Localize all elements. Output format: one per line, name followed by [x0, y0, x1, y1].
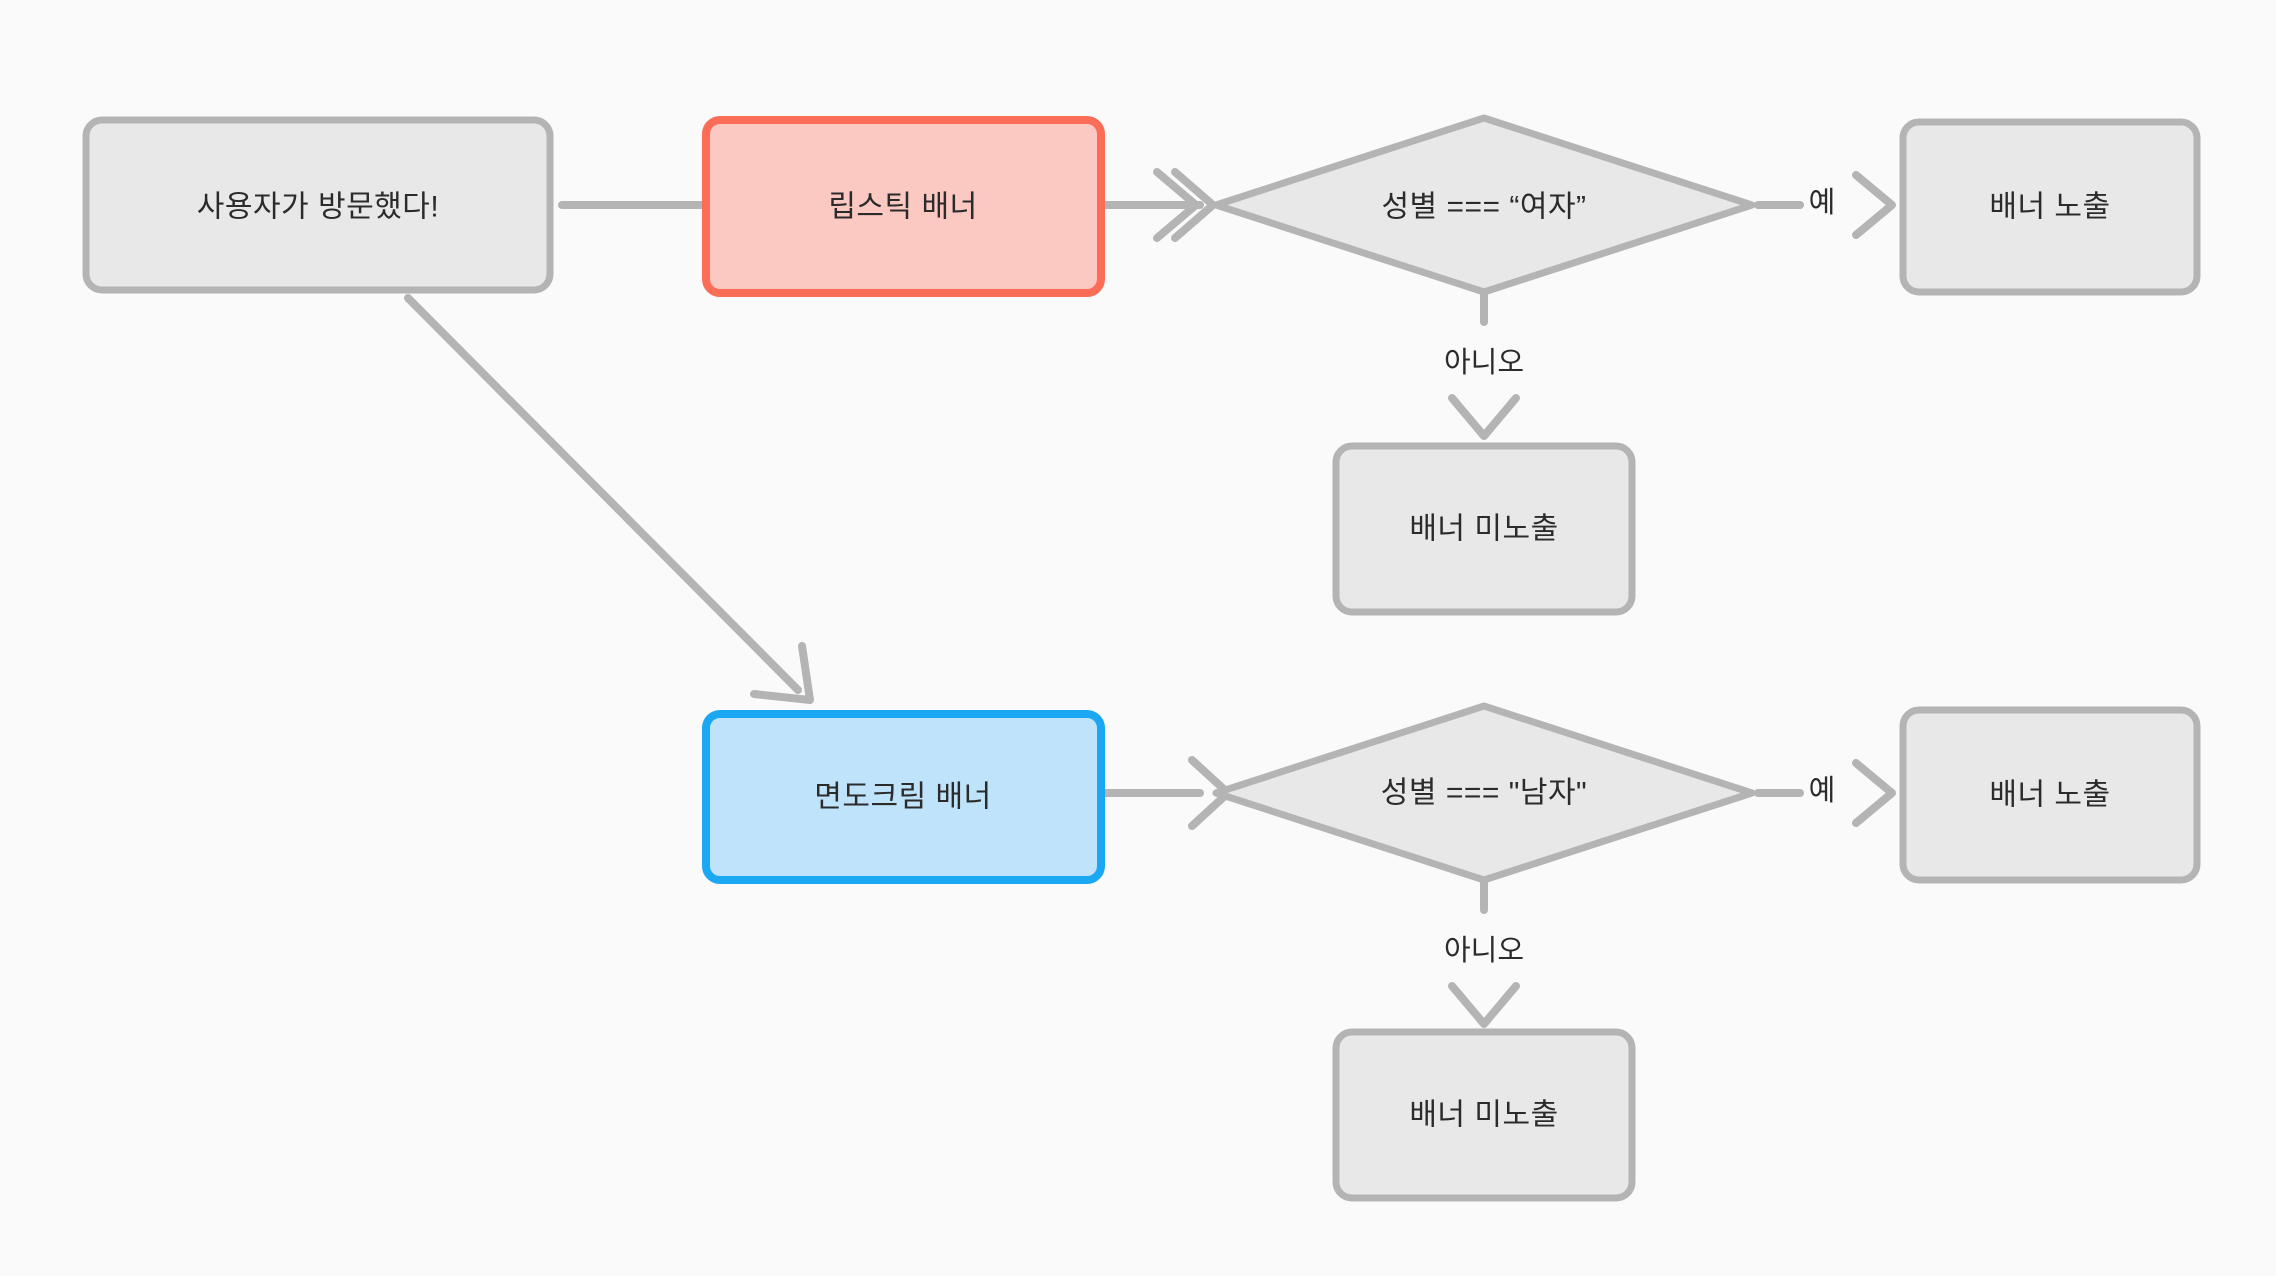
node-lipstick-banner[interactable]: 립스틱 배너: [702, 116, 1105, 297]
node-shape: [1332, 442, 1636, 616]
node-label: 립스틱 배너: [828, 191, 977, 224]
node-shape: [82, 116, 554, 294]
node-shape: [1212, 114, 1756, 296]
node-shape: [702, 710, 1105, 884]
node-label: 배너 미노출: [1409, 513, 1558, 546]
edge-decision-male-no: 아니오: [1444, 874, 1524, 1028]
node-decision-male[interactable]: 성별 === "남자": [1212, 702, 1756, 884]
arrowhead-icon: [1448, 982, 1520, 1028]
node-hide-banner-bottom[interactable]: 배너 미노출: [1332, 1028, 1636, 1202]
edge-label-yes-top: 예: [1809, 187, 1836, 219]
edge-lipstick-to-decision-female: [1096, 168, 1217, 242]
node-shape: [1899, 118, 2201, 296]
node-shape: [702, 116, 1105, 297]
node-label: 배너 노출: [1989, 779, 2110, 812]
edge-label-yes-bottom: 예: [1809, 775, 1836, 807]
node-shaving-cream-banner[interactable]: 면도크림 배너: [702, 710, 1105, 884]
node-show-banner-bottom[interactable]: 배너 노출: [1899, 706, 2201, 884]
edge-line: [404, 294, 802, 694]
node-shape: [1899, 706, 2201, 884]
edge-decision-female-yes: 예: [1754, 171, 1896, 239]
edge-label-no-bottom: 아니오: [1444, 935, 1524, 967]
node-start[interactable]: 사용자가 방문했다!: [82, 116, 554, 294]
node-shape: [1332, 1028, 1636, 1202]
arrowhead-icon: [1852, 759, 1896, 827]
node-label: 배너 노출: [1989, 191, 2110, 224]
edge-label-no-top: 아니오: [1444, 347, 1524, 379]
edge-decision-female-no: 아니오: [1444, 286, 1524, 440]
node-label: 배너 미노출: [1409, 1099, 1558, 1132]
edge-decision-male-yes: 예: [1754, 759, 1896, 827]
node-label: 성별 === "남자": [1381, 777, 1587, 810]
node-shape: [1212, 702, 1756, 884]
arrowhead-icon: [1448, 394, 1520, 440]
node-label: 사용자가 방문했다!: [197, 191, 439, 224]
edge-start-to-shavingcream: [404, 294, 814, 704]
edge-shavingcream-to-decision-male: [1096, 756, 1232, 830]
node-hide-banner-top[interactable]: 배너 미노출: [1332, 442, 1636, 616]
arrowhead-icon: [750, 642, 814, 704]
node-label: 성별 === “여자”: [1381, 191, 1586, 224]
node-label: 면도크림 배너: [814, 781, 991, 814]
arrowhead-icon: [1852, 171, 1896, 239]
node-decision-female[interactable]: 성별 === “여자”: [1212, 114, 1756, 296]
node-show-banner-top[interactable]: 배너 노출: [1899, 118, 2201, 296]
